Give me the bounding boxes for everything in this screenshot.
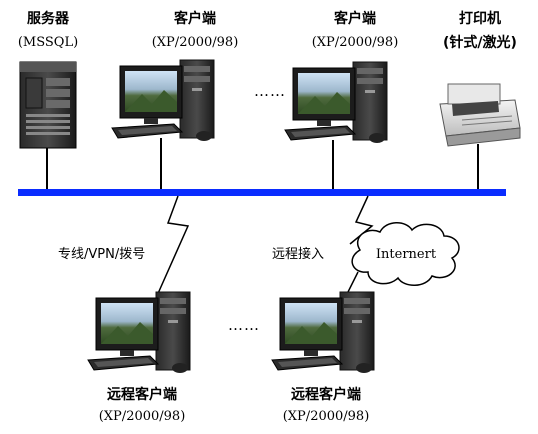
printer-icon — [439, 83, 521, 147]
printer-subtitle: (针式/激光) — [443, 35, 517, 51]
remote-client-2-title: 远程客户端 — [291, 387, 361, 403]
internet-cloud-shape — [351, 222, 460, 286]
client-2-subtitle: (XP/2000/98) — [311, 35, 399, 50]
dedicated-link-label: 专线/VPN/拨号 — [58, 247, 146, 262]
server-subtitle: (MSSQL) — [17, 35, 79, 50]
client-1-title: 客户端 — [174, 11, 216, 27]
internet-cloud-label: Internert — [375, 247, 437, 262]
remote-client-1-title: 远程客户端 — [107, 387, 177, 403]
remote-access-label: 远程接入 — [272, 247, 325, 262]
remote-client-2-workstation-icon — [271, 291, 375, 374]
client-1-subtitle: (XP/2000/98) — [151, 35, 239, 50]
wan-link-dedicated — [155, 195, 190, 299]
server-icon — [19, 61, 77, 149]
client-ellipsis: …… — [254, 82, 286, 100]
client-2-title: 客户端 — [334, 11, 376, 27]
printer-title: 打印机 — [459, 11, 501, 27]
server-title: 服务器 — [27, 11, 69, 27]
remote-ellipsis: …… — [228, 316, 260, 334]
client-2-workstation-icon — [284, 61, 388, 144]
remote-client-2-subtitle: (XP/2000/98) — [282, 409, 370, 424]
client-1-workstation-icon — [111, 59, 215, 142]
remote-client-1-workstation-icon — [87, 291, 191, 374]
remote-client-1-subtitle: (XP/2000/98) — [98, 409, 186, 424]
lan-bus — [18, 189, 506, 196]
device-drop-lines — [46, 138, 479, 189]
